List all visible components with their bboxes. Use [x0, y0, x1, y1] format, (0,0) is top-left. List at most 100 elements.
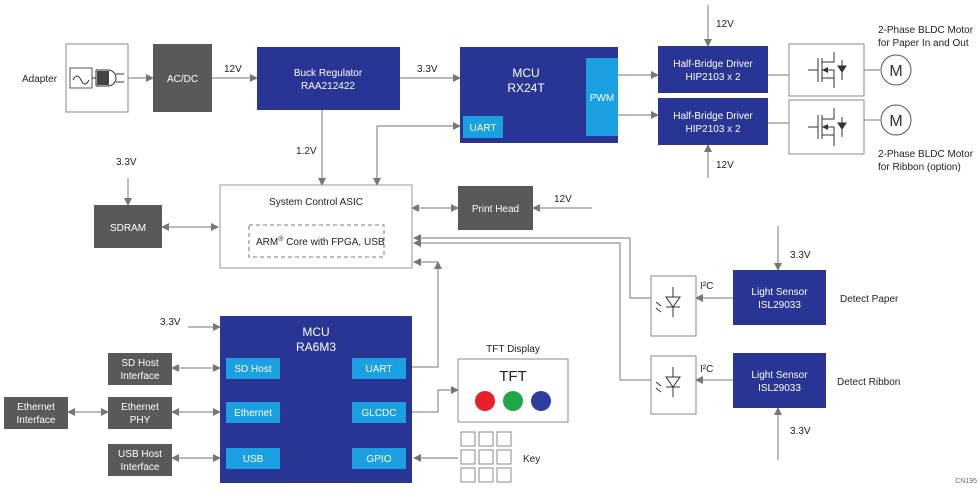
v12-top: 12V — [716, 19, 734, 30]
motor-1-symbol: M — [889, 63, 902, 80]
gpio-label: GPIO — [366, 454, 391, 465]
mcu-bot-part: RA6M3 — [296, 340, 336, 354]
usb-label: USB — [243, 454, 264, 465]
adapter — [65, 43, 129, 113]
tft-display-label: TFT Display — [486, 344, 540, 355]
arrow-uart-asic — [412, 261, 442, 368]
usb-port — [226, 448, 280, 469]
usb-if-2: Interface — [121, 462, 160, 473]
ls2-title: Light Sensor — [751, 370, 808, 381]
pwm-block — [586, 58, 618, 136]
eth-phy-1: Ethernet — [121, 402, 159, 413]
ethernet-label: Ethernet — [234, 408, 272, 419]
usb-interface-block — [108, 444, 172, 476]
ethernet-phy-block — [108, 397, 172, 429]
motor-1-line2: for Paper In and Out — [878, 38, 969, 49]
v12-print: 12V — [554, 194, 572, 205]
eth-phy-2: PHY — [130, 415, 151, 426]
optocoupler-2 — [650, 355, 697, 415]
uart-top-block — [463, 116, 503, 138]
tft-label: TFT — [499, 368, 527, 385]
figure-code: CN195 — [955, 478, 977, 485]
acdc-label: AC/DC — [167, 74, 198, 85]
line-sensor1-bus — [629, 238, 651, 299]
glcdc-label: GLCDC — [361, 408, 396, 419]
motor-1-line1: 2-Phase BLDC Motor — [878, 25, 974, 36]
acdc-block — [153, 44, 212, 112]
light-sensor-2-block — [733, 353, 826, 408]
arm-core-label: ARM® Core with FPGA, USB — [256, 235, 385, 248]
motor-2-line2: for Ribbon (option) — [878, 162, 961, 173]
plug-icon — [92, 69, 117, 87]
system-asic-block — [219, 184, 413, 269]
uart-bot-port — [352, 358, 406, 379]
hb1-title: Half-Bridge Driver — [673, 59, 753, 70]
sdram-label: SDRAM — [110, 223, 146, 234]
motor-2-symbol: M — [889, 113, 902, 130]
red-dot-icon — [475, 391, 495, 411]
sd-if-1: SD Host — [121, 358, 158, 369]
green-dot-icon — [503, 391, 523, 411]
sd-if-2: Interface — [121, 371, 160, 382]
sd-host-port — [226, 358, 280, 379]
gpio-port — [352, 448, 406, 469]
pwm-label: PWM — [590, 93, 614, 104]
detect-ribbon: Detect Ribbon — [837, 377, 900, 388]
mcu-bot-title: MCU — [302, 325, 329, 339]
glcdc-port — [352, 402, 406, 423]
connectors — [67, 5, 880, 462]
v12-asic: 1.2V — [296, 146, 317, 157]
asic-title: System Control ASIC — [269, 197, 363, 208]
line-sensor2-bus — [619, 243, 651, 381]
blue-dot-icon — [531, 391, 551, 411]
v33-ls2: 3.3V — [790, 426, 811, 437]
mosfet-2 — [788, 99, 865, 155]
v12-adapter: 12V — [224, 64, 242, 75]
v33-ra6: 3.3V — [160, 317, 181, 328]
light-sensor-1-block — [733, 270, 826, 325]
buck-part: RAA212422 — [301, 81, 355, 92]
ls1-title: Light Sensor — [751, 287, 808, 298]
mcu-top-title: MCU — [512, 66, 539, 80]
ethernet-interface-block — [4, 397, 68, 429]
sdram-block — [94, 205, 162, 248]
sine-icon — [69, 67, 93, 89]
ls1-part: ISL29033 — [758, 300, 801, 311]
arrow-asic-uart — [373, 122, 461, 186]
hb1-part: HIP2103 x 2 — [685, 72, 740, 83]
eth-if-1: Ethernet — [17, 402, 55, 413]
ethernet-port — [226, 402, 280, 423]
motor-2-line1: 2-Phase BLDC Motor — [878, 149, 974, 160]
print-head-label: Print Head — [472, 204, 519, 215]
arm-core-box — [248, 224, 385, 258]
tft-display-block — [457, 358, 569, 423]
adapter-label: Adapter — [22, 74, 58, 85]
i2c-1: I²C — [700, 281, 713, 292]
arrow-glcdc-tft — [412, 386, 459, 413]
i2c-2: I²C — [700, 364, 713, 375]
motor-1-icon — [880, 54, 912, 86]
key-label: Key — [523, 454, 540, 465]
hb2-part: HIP2103 x 2 — [685, 124, 740, 135]
eth-if-2: Interface — [17, 415, 56, 426]
sd-interface-block — [108, 353, 172, 385]
print-head-block — [458, 186, 533, 230]
v12-bottom: 12V — [716, 160, 734, 171]
optocoupler-1 — [650, 275, 697, 337]
motor-2-icon — [880, 104, 912, 136]
v33-buck: 3.3V — [417, 64, 438, 75]
half-bridge-1-block — [658, 46, 768, 93]
buck-regulator-block — [257, 47, 400, 110]
uart-bot-label: UART — [365, 364, 392, 375]
usb-if-1: USB Host — [118, 449, 162, 460]
half-bridge-2-block — [658, 98, 768, 145]
hb2-title: Half-Bridge Driver — [673, 111, 753, 122]
v33-ls1: 3.3V — [790, 250, 811, 261]
mosfet-1 — [788, 43, 865, 97]
uart-top-label: UART — [469, 123, 496, 134]
sd-host-label: SD Host — [234, 364, 271, 375]
buck-title: Buck Regulator — [294, 68, 363, 79]
keypad-icon — [460, 431, 512, 483]
detect-paper: Detect Paper — [840, 294, 899, 305]
